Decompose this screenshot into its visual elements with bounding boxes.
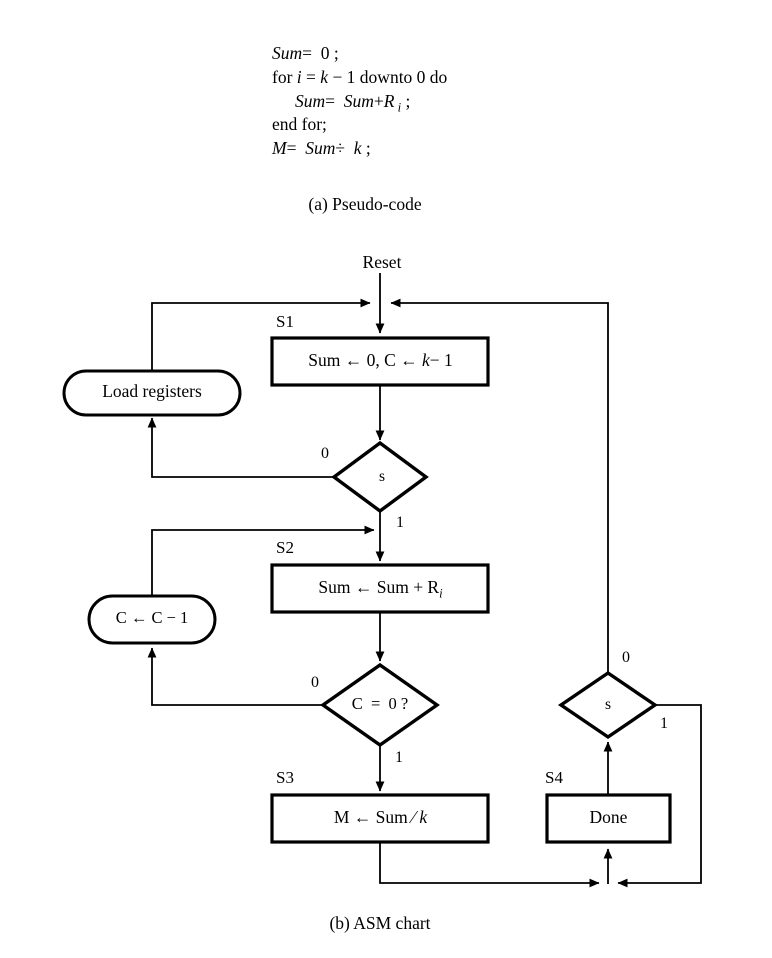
- caption-asm-chart: (b) ASM chart: [329, 913, 431, 933]
- connector-decision-s-0-to-load-registers: [147, 417, 335, 478]
- pseudocode-line: for i = k − 1 downto 0 do: [272, 66, 448, 87]
- decision-text-s-top: s: [378, 468, 386, 485]
- conditional-text-load-registers: Load registers: [102, 381, 202, 401]
- reset-label: Reset: [362, 252, 402, 272]
- state-box-s1: [270, 336, 490, 387]
- decision-text-s-right: s: [604, 696, 612, 713]
- branch-label-s-top-0: 0: [321, 445, 329, 462]
- decision-diamond-c-zero: [320, 662, 440, 748]
- state-label-s3: S3: [276, 768, 294, 787]
- caption-pseudocode: (a) Pseudo-code: [308, 194, 422, 214]
- state-label-s4: S4: [545, 768, 563, 787]
- decision-text-c-zero: C = 0 ?: [351, 694, 409, 713]
- branch-label-s-right-0: 0: [622, 649, 630, 666]
- conditional-output-decrement: [87, 594, 217, 645]
- state-text-s3: M ← Sum ⁄ k: [333, 807, 428, 827]
- decision-diamond-s-right: [557, 670, 659, 740]
- branch-label-c-zero-0: 0: [311, 674, 319, 691]
- state-text-s2: Sum ← Sum + Ri: [318, 577, 443, 601]
- state-box-s4: [545, 793, 672, 844]
- decision-diamond-s-top: [331, 440, 429, 514]
- pseudocode-line: M= Sum÷ k ;: [272, 138, 371, 159]
- connector-s-right-1-to-junction: [617, 704, 702, 888]
- branch-label-s-right-1: 1: [660, 715, 668, 732]
- connector-s3-to-junction: [379, 842, 600, 888]
- pseudocode-line: end for;: [272, 114, 327, 135]
- pseudocode-line: Sum= Sum+R i ;: [295, 90, 411, 115]
- branch-label-c-zero-1: 1: [395, 749, 403, 766]
- connector-decision-c-0-to-decrement: [147, 647, 323, 706]
- state-text-s1: Sum ← 0, C ← k− 1: [308, 350, 453, 370]
- state-label-s1: S1: [276, 312, 294, 331]
- pseudocode-line: Sum= 0 ;: [272, 43, 339, 63]
- state-label-s2: S2: [276, 538, 294, 557]
- connector-load-registers-to-top: [151, 298, 371, 371]
- state-text-s4: Done: [589, 807, 628, 827]
- conditional-output-load-registers: [62, 369, 242, 417]
- branch-label-s-top-1: 1: [396, 514, 404, 531]
- pseudocode-block: Sum= 0 ; for i = k − 1 downto 0 do Sum= …: [272, 42, 447, 161]
- state-box-s3: [270, 793, 490, 844]
- state-box-s2: [270, 563, 490, 614]
- connector-decrement-to-s2-entry: [151, 525, 375, 595]
- connector-s-right-0-to-top: [390, 298, 609, 672]
- conditional-text-decrement: C ← C − 1: [115, 608, 189, 627]
